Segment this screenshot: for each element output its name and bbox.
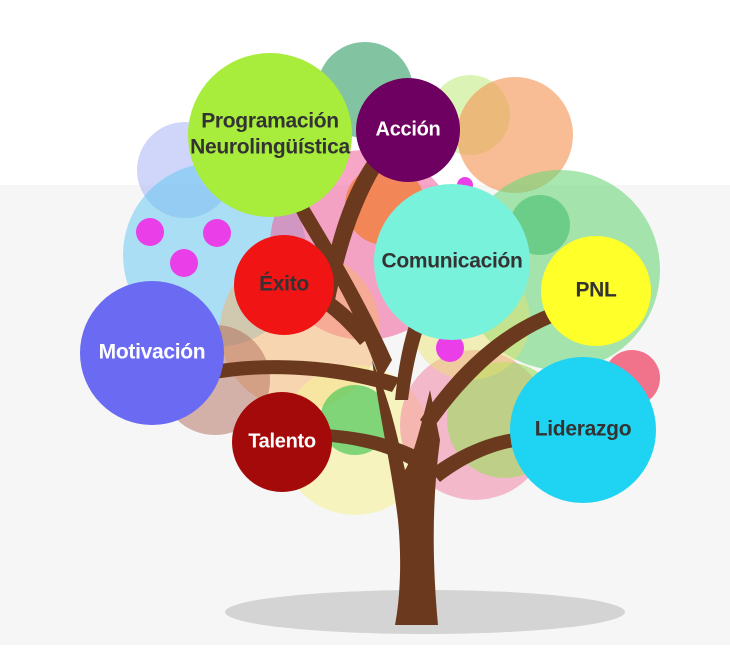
trunk [372, 360, 440, 625]
concept-node-comunicacion: Comunicación [374, 184, 530, 340]
canopy-dot [203, 219, 231, 247]
concept-label: Programación [201, 110, 339, 133]
concept-label: Acción [376, 118, 441, 140]
concept-circle [356, 78, 460, 182]
concept-circle [234, 235, 334, 335]
concept-label: Éxito [259, 273, 309, 296]
concept-circle [80, 281, 224, 425]
canopy-dot [436, 334, 464, 362]
concept-circle [232, 392, 332, 492]
concept-circle [541, 236, 651, 346]
concept-circle [188, 53, 352, 217]
concept-label: Neurolingüística [190, 136, 350, 159]
concept-label: Talento [248, 430, 316, 452]
concept-label: Comunicación [381, 250, 522, 273]
concept-node-motivacion: Motivación [80, 281, 224, 425]
concept-node-pnl: PNL [541, 236, 651, 346]
canopy-dot [170, 249, 198, 277]
canopy-circle [457, 77, 573, 193]
concept-node-liderazgo: Liderazgo [510, 357, 656, 503]
concept-label: Liderazgo [535, 418, 631, 441]
concept-circle [510, 357, 656, 503]
branch [320, 150, 388, 305]
concept-node-accion: Acción [356, 78, 460, 182]
concept-node-talento: Talento [232, 392, 332, 492]
concept-label: Motivación [99, 341, 206, 364]
concept-circle [374, 184, 530, 340]
concept-label: PNL [575, 279, 617, 302]
branch [208, 360, 400, 392]
canopy-dot [136, 218, 164, 246]
concept-node-exito: Éxito [234, 235, 334, 335]
